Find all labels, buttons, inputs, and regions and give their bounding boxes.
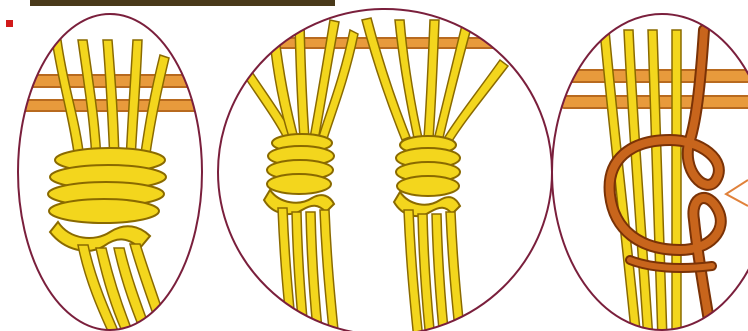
wrapped-knot-left (264, 134, 334, 214)
red-mark (6, 20, 13, 27)
mounting-bar (215, 38, 555, 48)
panel-double-wrapped-knots (215, 18, 555, 331)
cords-top (52, 40, 169, 160)
wrapped-knot (48, 148, 166, 251)
cords-bottom-right (404, 210, 465, 331)
wrapped-knot-right (394, 136, 460, 216)
pointer-arrow (726, 180, 748, 206)
top-strip (30, 0, 335, 6)
cords-bottom (78, 244, 172, 331)
panel-knot-method (560, 30, 748, 331)
cords-bottom-left (278, 208, 339, 331)
